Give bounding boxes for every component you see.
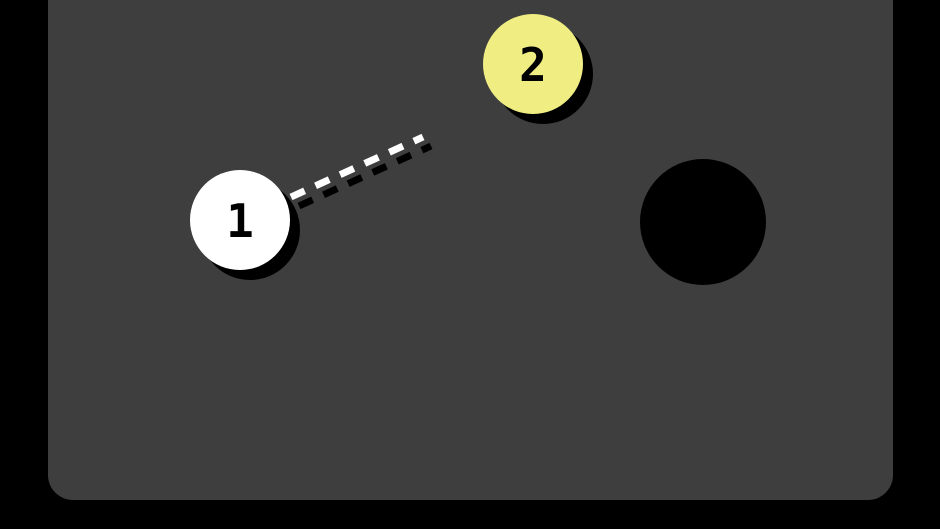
ball-1[interactable]: 1 — [190, 170, 290, 270]
ball-2[interactable]: 2 — [483, 14, 583, 114]
pool-table[interactable] — [48, 0, 893, 500]
ball-2-label: 2 — [519, 38, 547, 92]
pocket-hole — [640, 159, 766, 285]
ball-1-label: 1 — [226, 194, 254, 248]
